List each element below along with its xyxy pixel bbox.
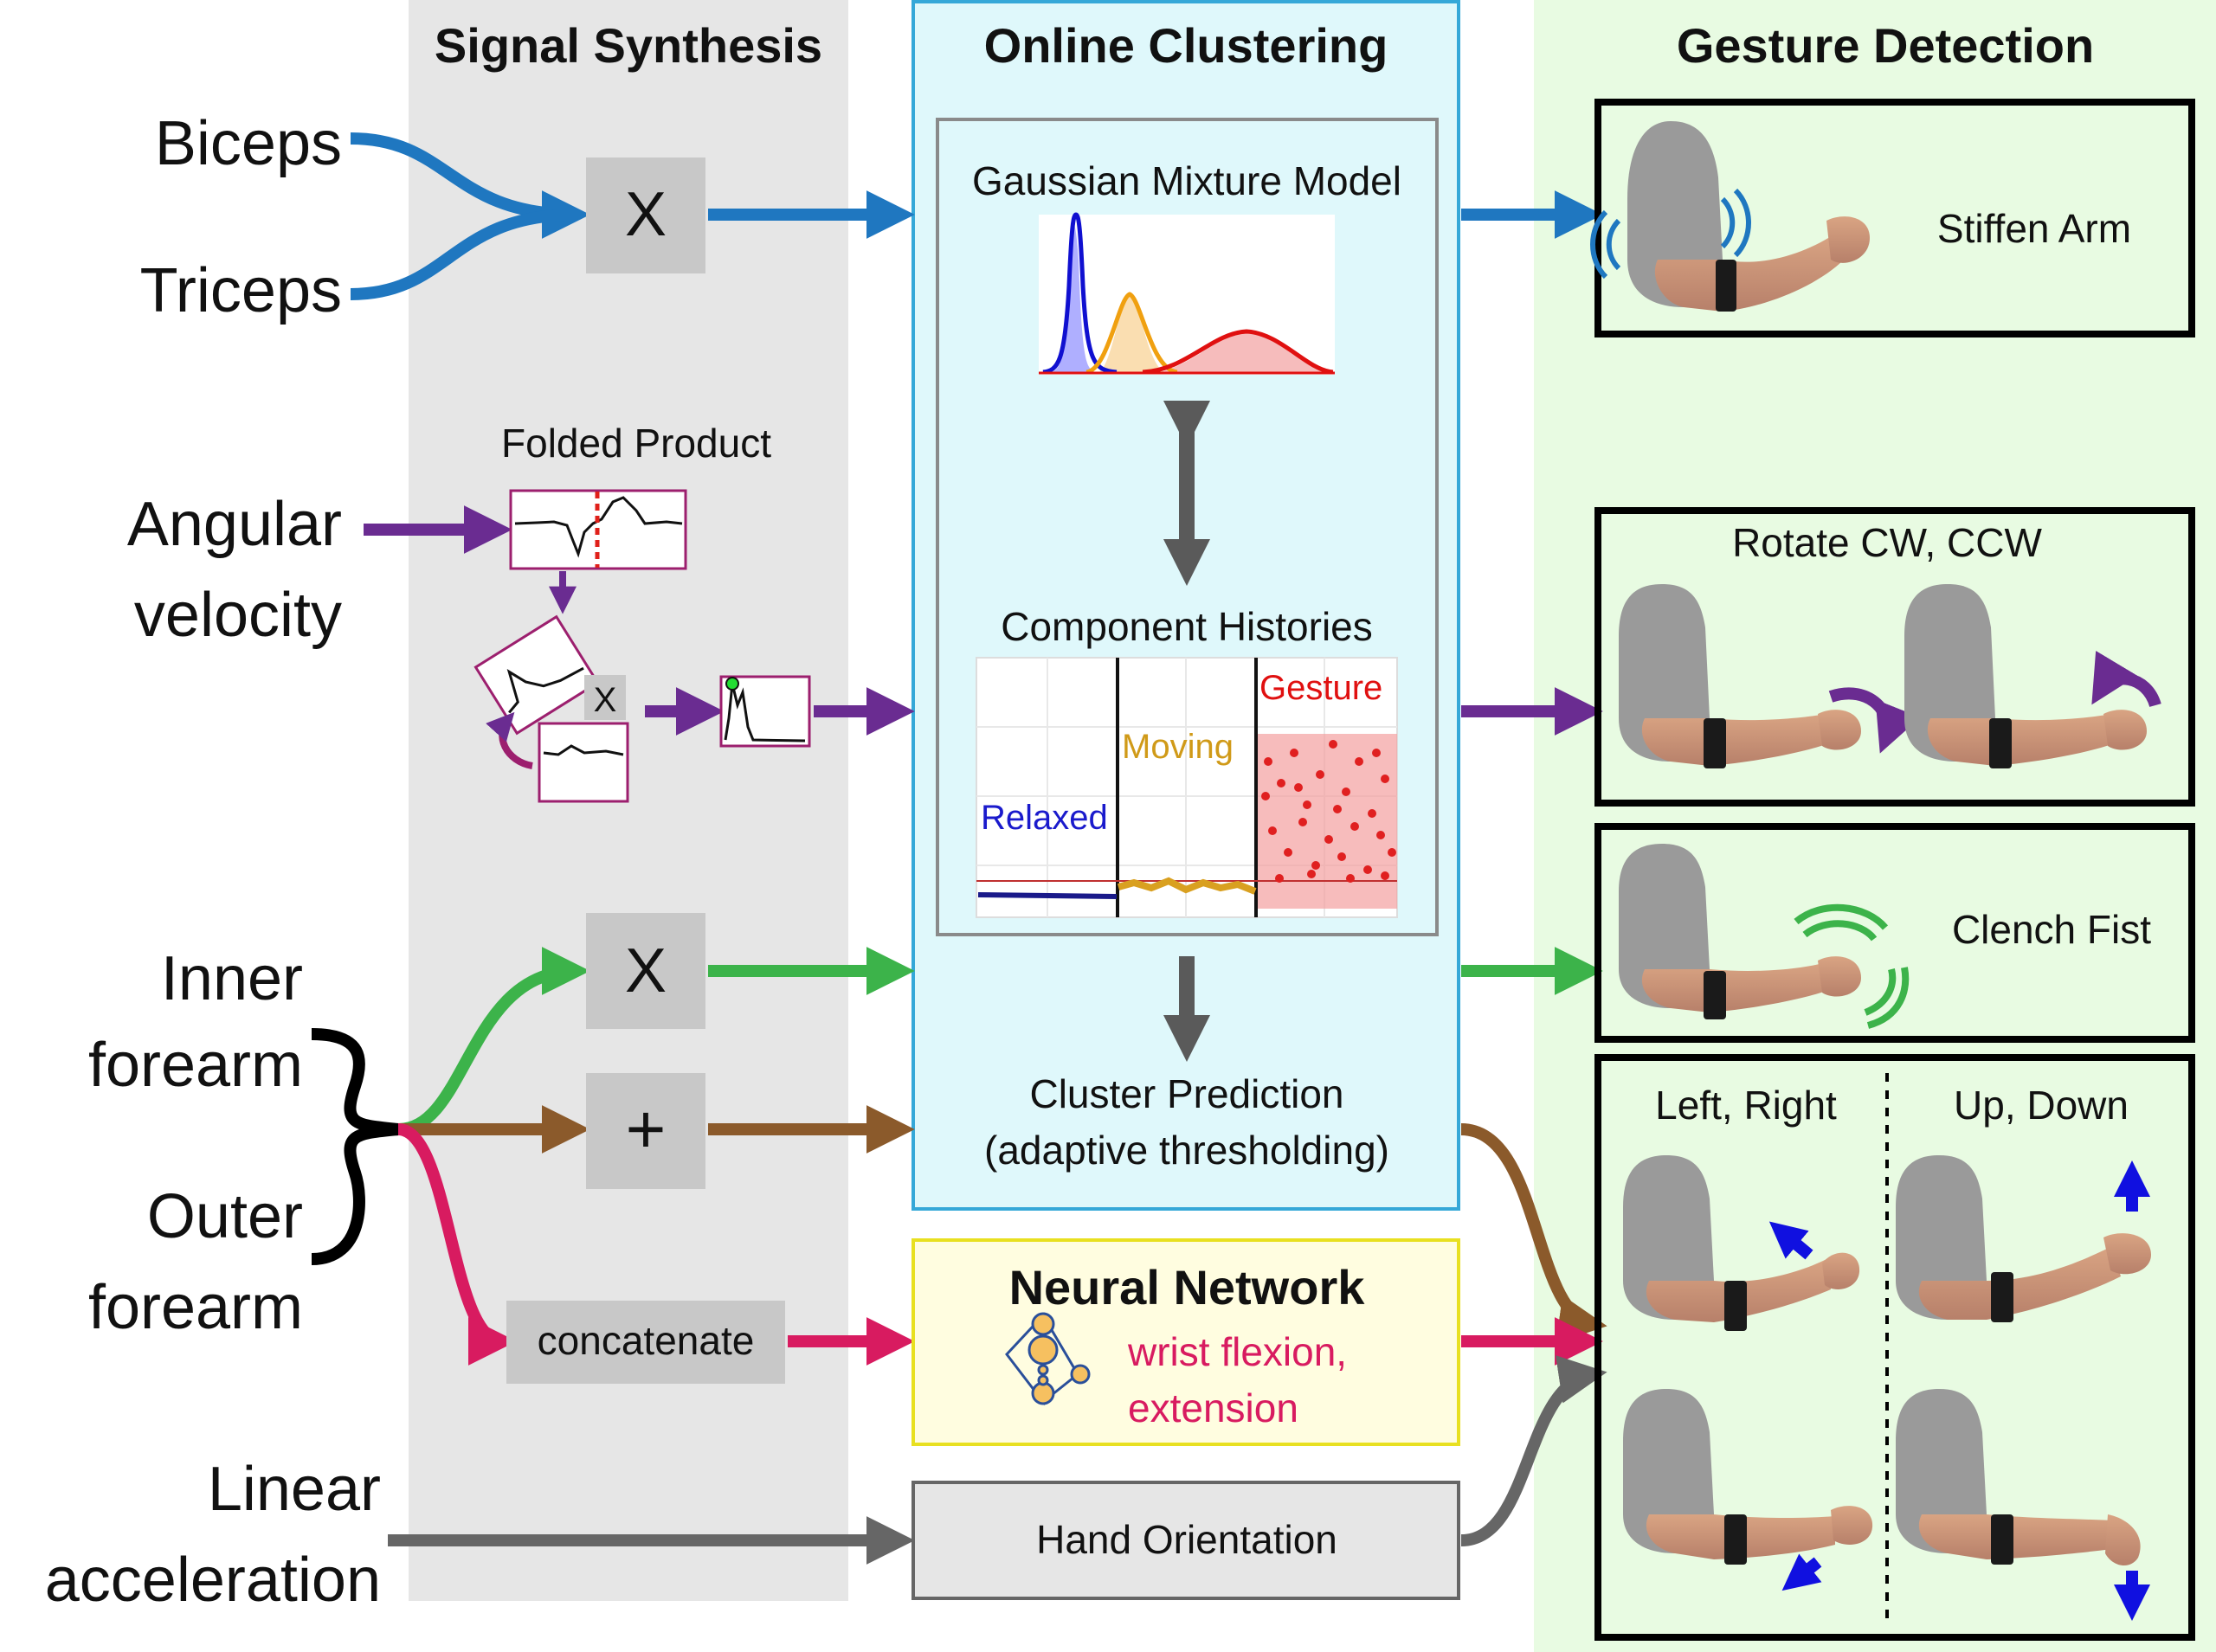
folded-result-peak <box>725 677 739 691</box>
neural-line-1: wrist flexion, <box>1127 1329 1347 1374</box>
arm-image-rotate-ccw <box>1904 584 2161 768</box>
rotate-label: Rotate CW, CCW <box>1732 520 2042 565</box>
plus-label: + <box>626 1090 667 1167</box>
gesture-scatter <box>1261 740 1396 883</box>
input-angular-2: velocity <box>134 581 342 650</box>
multiply-label-bottom: X <box>625 936 667 1006</box>
inner-pink-arrow <box>396 1123 517 1366</box>
gmm-curve-moving <box>1085 292 1178 375</box>
hand-orientation-label: Hand Orientation <box>1036 1517 1337 1562</box>
histories-title: Component Histories <box>1001 604 1373 649</box>
arm-image-left <box>1623 1155 1860 1331</box>
fold-curl-arrow <box>486 711 533 769</box>
arm-image-rotate-cw <box>1619 584 1921 768</box>
folded-plot-main-signal <box>514 496 683 558</box>
multiply-box-bottom <box>586 913 705 1029</box>
rotate-box <box>1594 507 2195 807</box>
biceps-arrow <box>350 132 590 239</box>
input-outer-2: forearm <box>88 1273 303 1342</box>
multiply-label-top: X <box>625 180 667 249</box>
gesture-label: Gesture <box>1259 669 1382 707</box>
multiply-box-small <box>584 675 626 720</box>
concatenate-label: concatenate <box>538 1318 755 1363</box>
relaxed-trace <box>977 892 1118 899</box>
folded-plot-rotated <box>473 614 600 736</box>
neural-network-box <box>912 1238 1460 1446</box>
up-down-label: Up, Down <box>1954 1083 2129 1128</box>
input-linear-2: acceleration <box>45 1546 381 1615</box>
folded-plot-lower-signal <box>543 744 624 756</box>
input-triceps: Triceps <box>140 256 342 325</box>
neural-network-icon <box>1005 1312 1091 1406</box>
input-angular-1: Angular <box>127 490 342 559</box>
folded-plot-lower <box>538 722 629 803</box>
forearm-brace <box>311 1028 399 1265</box>
multiply-box-top <box>586 157 705 273</box>
input-inner-1: Inner <box>161 944 303 1013</box>
neural-line-2: extension <box>1128 1385 1298 1430</box>
multiply-label-small: X <box>594 681 617 719</box>
arm-image-clench <box>1619 844 1910 1029</box>
folded-result-plot <box>719 675 811 748</box>
input-outer-1: Outer <box>147 1182 303 1251</box>
gmm-curve-relaxed <box>1042 212 1118 375</box>
hand-orientation-box <box>912 1481 1460 1600</box>
inner-green-arrow <box>397 947 590 1135</box>
stiffen-label: Stiffen Arm <box>1937 206 2131 251</box>
input-biceps: Biceps <box>155 109 342 178</box>
online-clustering-title: Online Clustering <box>984 18 1388 73</box>
gmm-title: Gaussian Mixture Model <box>972 158 1401 203</box>
relaxed-label: Relaxed <box>981 799 1108 837</box>
neural-network-title: Neural Network <box>1009 1260 1366 1315</box>
moving-label: Moving <box>1122 728 1234 766</box>
gesture-detection-title: Gesture Detection <box>1677 18 2094 73</box>
arm-image-right <box>1623 1389 1873 1591</box>
moving-trace <box>1117 877 1257 895</box>
arm-image-stiffen <box>1590 121 1870 312</box>
prediction-line-2: (adaptive thresholding) <box>984 1128 1389 1173</box>
input-inner-2: forearm <box>88 1031 303 1100</box>
brown-to-directions-arrow <box>1460 1123 1607 1344</box>
folded-result-signal <box>724 683 806 742</box>
prediction-line-1: Cluster Prediction <box>1029 1071 1343 1116</box>
triceps-arrow <box>350 209 577 300</box>
concatenate-box <box>506 1301 785 1384</box>
clench-box <box>1594 823 2195 1043</box>
folded-product-label: Folded Product <box>501 421 771 466</box>
input-linear-1: Linear <box>208 1455 381 1524</box>
gmm-points <box>1052 223 1333 372</box>
signal-synthesis-title: Signal Synthesis <box>435 18 822 73</box>
left-right-label: Left, Right <box>1655 1083 1837 1128</box>
gray-to-directions-arrow <box>1460 1355 1607 1546</box>
clustering-inner-box <box>936 118 1439 936</box>
arm-image-up <box>1896 1155 2151 1322</box>
plus-box <box>586 1073 705 1189</box>
gmm-curve-gesture <box>1142 329 1334 375</box>
directions-box <box>1594 1054 2195 1641</box>
arm-image-down <box>1896 1389 2150 1621</box>
clench-label: Clench Fist <box>1952 907 2151 952</box>
